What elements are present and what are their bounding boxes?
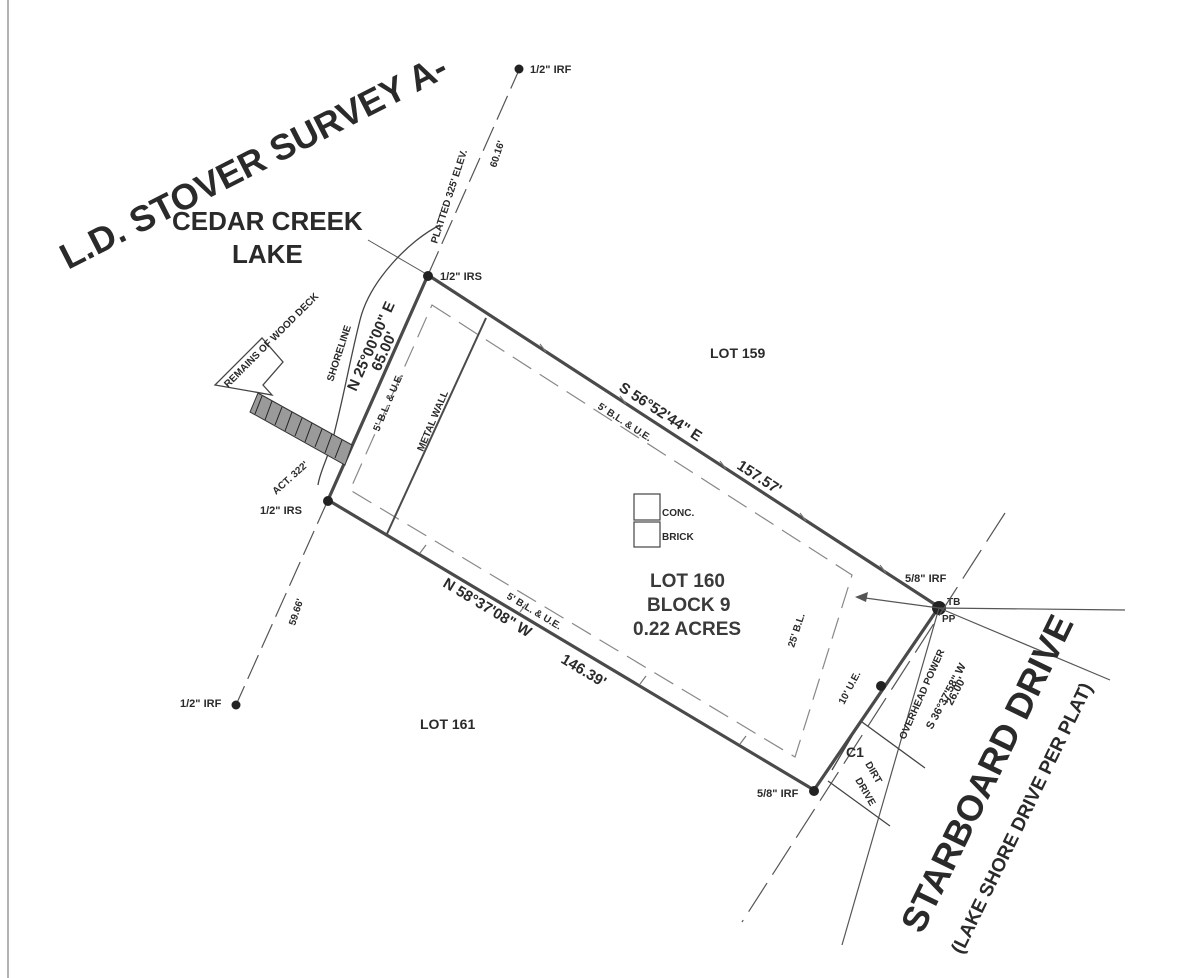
setback-line	[349, 304, 853, 758]
irf-south-label: 1/2" IRF	[180, 698, 222, 710]
irf-north-label: 1/2" IRF	[530, 64, 572, 76]
platted-elev-label: PLATTED 325' ELEV.	[429, 148, 470, 245]
pp-label: PP	[942, 614, 956, 625]
pp-line-2	[938, 607, 1111, 681]
c1-label: C1	[846, 744, 864, 760]
pp-line	[938, 607, 1126, 611]
metal-wall-label: METAL WALL	[416, 389, 451, 453]
subject-block: BLOCK 9	[647, 595, 730, 616]
lot-161-label: LOT 161	[420, 716, 475, 732]
bl-25-label: 25' B.L.	[786, 612, 807, 649]
power-line	[841, 607, 940, 946]
ue-10-label: 10' U.E.	[837, 670, 864, 707]
wood-deck	[213, 337, 353, 466]
dirt-drive	[827, 721, 926, 827]
act-elev-label: ACT. 322'	[271, 460, 311, 498]
south-dist: 146.39'	[558, 651, 609, 691]
lake-label-line1: CEDAR CREEK	[172, 206, 363, 236]
subject-lot: LOT 160	[650, 571, 725, 592]
arrow-head	[855, 592, 868, 602]
north-bearing: S 56°52'44" E	[616, 379, 705, 445]
conc-brick-pad	[633, 493, 661, 548]
irf-southeast-label: 5/8" IRF	[757, 788, 799, 800]
metal-wall-line	[385, 317, 487, 537]
south-ext-dist: 59.66'	[287, 597, 306, 626]
conc-label: CONC.	[662, 508, 694, 519]
row-line-1	[741, 512, 1006, 923]
irs-north-label: 1/2" IRS	[440, 271, 482, 283]
irs-west-label: 1/2" IRS	[260, 505, 302, 517]
bl-ue-west-label: 5' B.L. & U.E.	[372, 372, 406, 433]
tb-label: TB	[947, 597, 960, 608]
monuments	[231, 64, 946, 796]
ext-line-north	[427, 69, 520, 276]
brick-label: BRICK	[662, 532, 694, 543]
subject-acres: 0.22 ACRES	[633, 619, 741, 640]
north-ext-dist: 60.16'	[488, 139, 507, 168]
lake-label-line2: LAKE	[232, 239, 303, 269]
overhead-arrow	[857, 596, 940, 609]
irf-east-label: 5/8" IRF	[905, 573, 947, 585]
ext-line-south	[235, 499, 329, 706]
boundary-ticks	[419, 343, 887, 745]
lot-159-label: LOT 159	[710, 345, 765, 361]
